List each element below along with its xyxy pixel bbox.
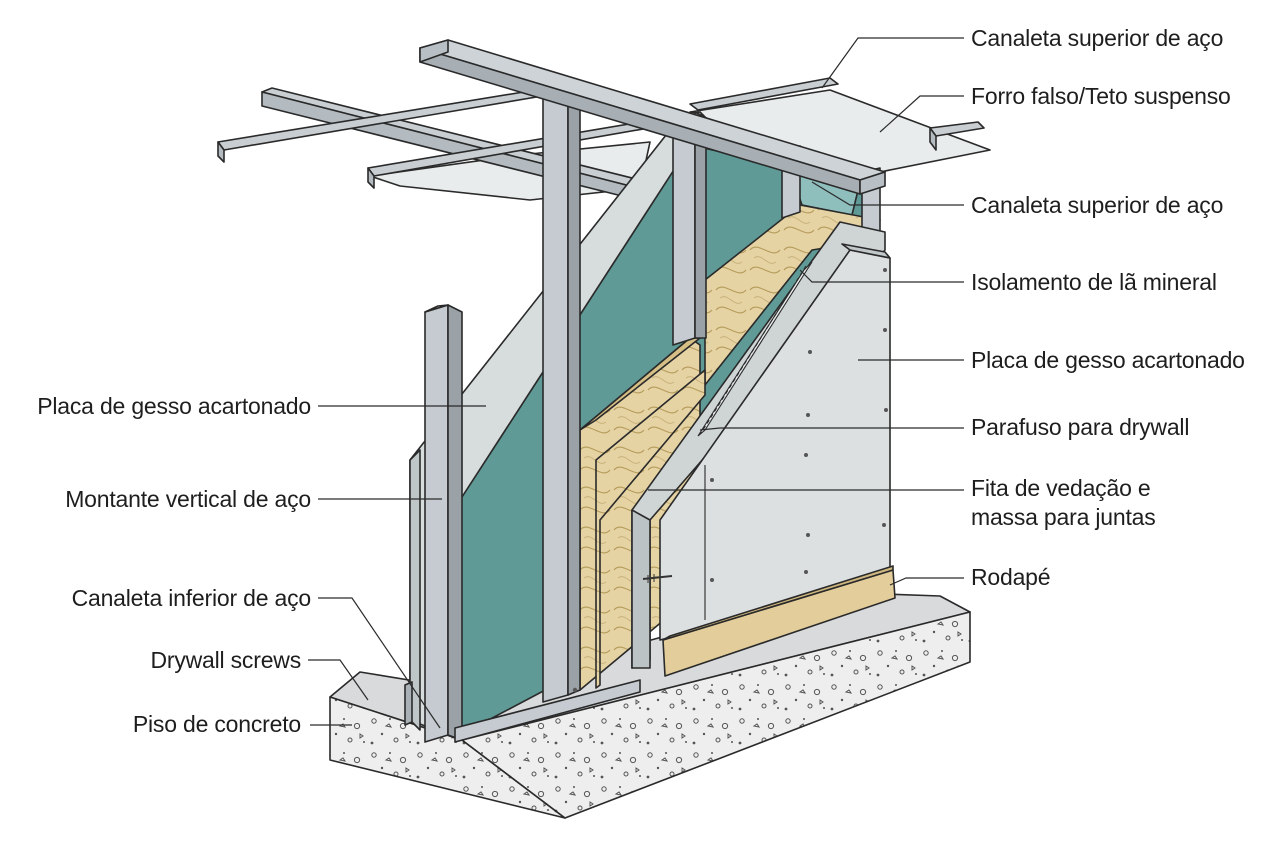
label-top-track: Canaleta superior de aço (971, 192, 1224, 218)
steel-studs (424, 79, 881, 743)
label-drywall-screw: Parafuso para drywall (971, 414, 1190, 440)
steel-top-track (419, 39, 886, 195)
gypsum-board-right (631, 221, 891, 669)
drywall-screw (642, 574, 673, 583)
label-steel-stud: Montante vertical de aço (65, 486, 311, 512)
label-drywall-screws: Drywall screws (150, 647, 301, 673)
label-concrete-floor: Piso de concreto (132, 711, 301, 737)
label-suspended-ceiling: Forro falso/Teto suspenso (971, 83, 1231, 109)
label-joint-tape: Fita de vedação e massa para juntas (971, 475, 1156, 530)
leader-lines (308, 37, 964, 729)
label-top-track-upper: Canaleta superior de aço (971, 25, 1224, 51)
label-baseboard: Rodapé (971, 564, 1051, 590)
label-gypsum-board-left: Placa de gesso acartonado (37, 393, 311, 419)
label-bottom-track: Canaleta inferior de aço (71, 585, 312, 611)
label-mineral-wool: Isolamento de lã mineral (971, 269, 1217, 295)
label-gypsum-board-right: Placa de gesso acartonado (971, 347, 1245, 373)
baseboard (662, 565, 896, 677)
